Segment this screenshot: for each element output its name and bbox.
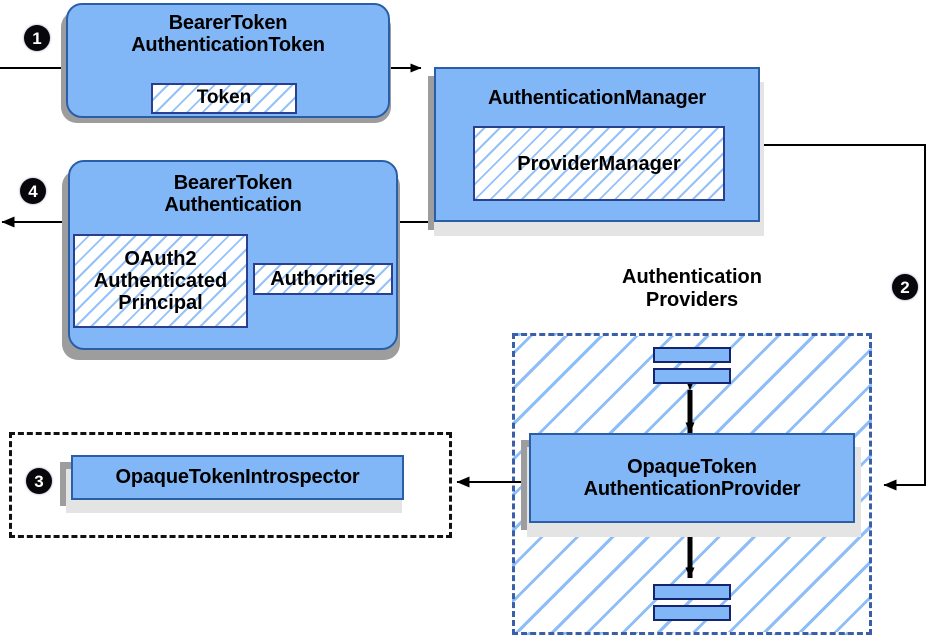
provider-manager-inner-box: ProviderManager [473,126,725,201]
component-bar-top-1 [653,347,731,363]
oauth2-authenticated-principal-inner-box: OAuth2 Authenticated Principal [73,234,248,328]
step-badge-3: 3 [26,468,52,494]
bearer-token-authentication-title: BearerToken Authentication [164,172,302,217]
component-bar-bottom-1 [653,584,731,600]
token-inner-box: Token [151,83,297,114]
opaque-token-introspector-node[interactable]: OpaqueTokenIntrospector [71,455,404,500]
step-badge-1: 1 [24,25,50,51]
bearer-token-authentication-token-title: BearerToken AuthenticationToken [131,12,325,57]
authentication-manager-title: AuthenticationManager [487,87,707,109]
authentication-manager-node[interactable]: AuthenticationManager ProviderManager [434,67,760,222]
opaque-token-authentication-provider-node[interactable]: OpaqueToken AuthenticationProvider [529,433,855,523]
step-badge-2: 2 [892,274,918,300]
bearer-token-authentication-node[interactable]: BearerToken Authentication OAuth2 Authen… [68,160,398,350]
authentication-providers-caption: Authentication Providers [622,266,762,311]
component-bar-bottom-2 [653,605,731,621]
authorities-inner-box: Authorities [253,263,393,295]
component-bar-top-2 [653,368,731,384]
bearer-token-authentication-token-node[interactable]: BearerToken AuthenticationToken Token [66,3,390,118]
opaque-token-introspector-title: OpaqueTokenIntrospector [115,466,360,489]
opaque-token-authentication-provider-title: OpaqueToken AuthenticationProvider [583,455,801,500]
step-badge-4: 4 [20,178,46,204]
